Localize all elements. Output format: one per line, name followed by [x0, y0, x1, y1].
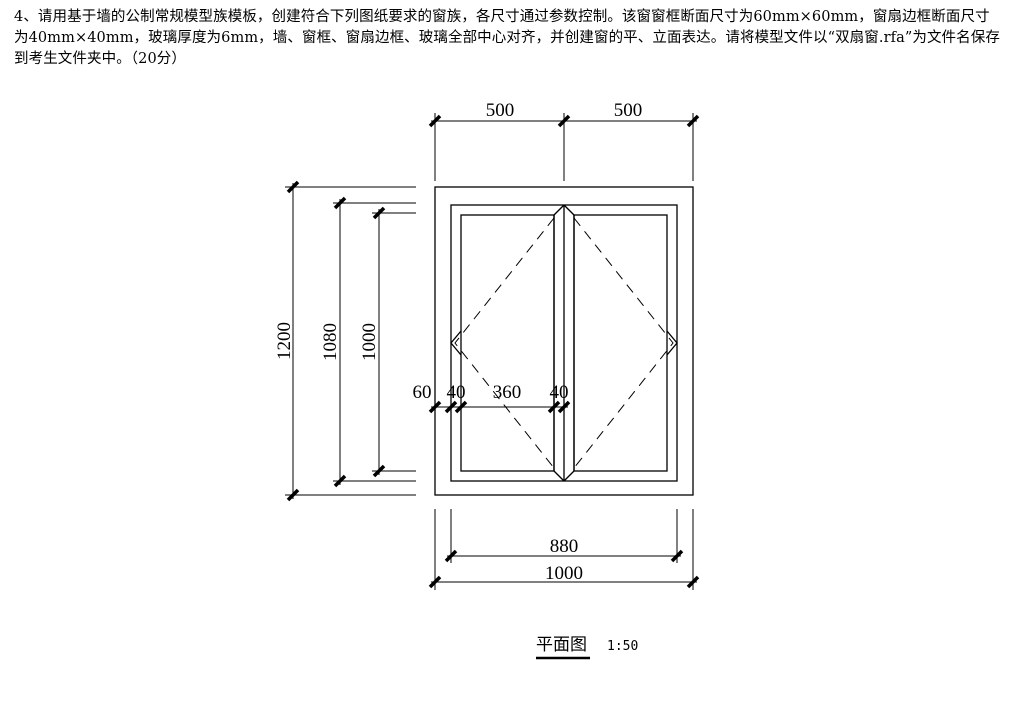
left-sash-glass — [460, 214, 555, 472]
dim-left-outer: 1200 — [274, 322, 295, 360]
right-hinge-marker — [666, 330, 678, 356]
window-outer-frame — [434, 186, 694, 496]
drawing-scale: 1:50 — [607, 639, 638, 654]
drawing-caption: 平面图 — [536, 635, 587, 655]
dim-top-right: 500 — [614, 100, 643, 121]
dim-sash-left: 40 — [447, 382, 466, 403]
dim-left-inner: 1000 — [359, 323, 380, 361]
dim-frame: 60 — [413, 382, 432, 403]
left-hinge-marker — [450, 330, 462, 356]
dim-top-left: 500 — [486, 100, 515, 121]
dim-bottom-inner: 880 — [550, 536, 579, 557]
mullion-left-edge — [553, 204, 565, 216]
dim-bottom-outer: 1000 — [545, 563, 583, 584]
left-opening-direction — [454, 217, 555, 469]
right-opening-direction — [573, 217, 674, 469]
dim-left-middle: 1080 — [320, 323, 341, 361]
dim-glass: 360 — [493, 382, 522, 403]
right-sash-glass — [573, 214, 668, 472]
dim-sash-right: 40 — [550, 382, 569, 403]
question-text: 4、请用基于墙的公制常规模型族模板，创建符合下列图纸要求的窗族，各尺寸通过参数控… — [14, 9, 1000, 67]
